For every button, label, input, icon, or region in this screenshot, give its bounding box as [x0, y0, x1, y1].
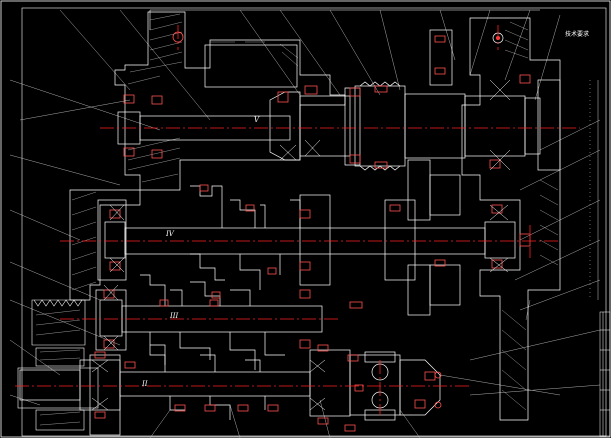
shaft-ii	[19, 344, 441, 421]
pulley	[17, 299, 99, 431]
parts-list-column	[589, 80, 599, 300]
centerlines	[15, 25, 580, 415]
shaft-label-v: V	[254, 116, 260, 124]
shaft-iii-details	[103, 267, 311, 349]
shaft-label-iii: III	[169, 312, 179, 320]
housing-right-hatch	[501, 21, 559, 411]
housing-right	[429, 17, 561, 421]
leader-lines	[9, 9, 601, 438]
technical-requirements-title: 技术要求	[565, 30, 589, 38]
shaft-iii	[99, 274, 323, 370]
shaft-ii-details	[94, 344, 442, 432]
shaft-label-iv: IV	[165, 230, 175, 238]
housing-upper-hatch	[127, 13, 299, 183]
pulley-hatch	[35, 309, 81, 426]
shaft-label-ii: II	[141, 380, 148, 388]
shaft-iv-details	[109, 184, 531, 309]
housing-upper	[114, 11, 346, 191]
shaft-iv	[104, 159, 516, 316]
bearing-symbols	[91, 79, 511, 411]
title-block	[599, 311, 611, 437]
shaft-v	[117, 81, 541, 171]
